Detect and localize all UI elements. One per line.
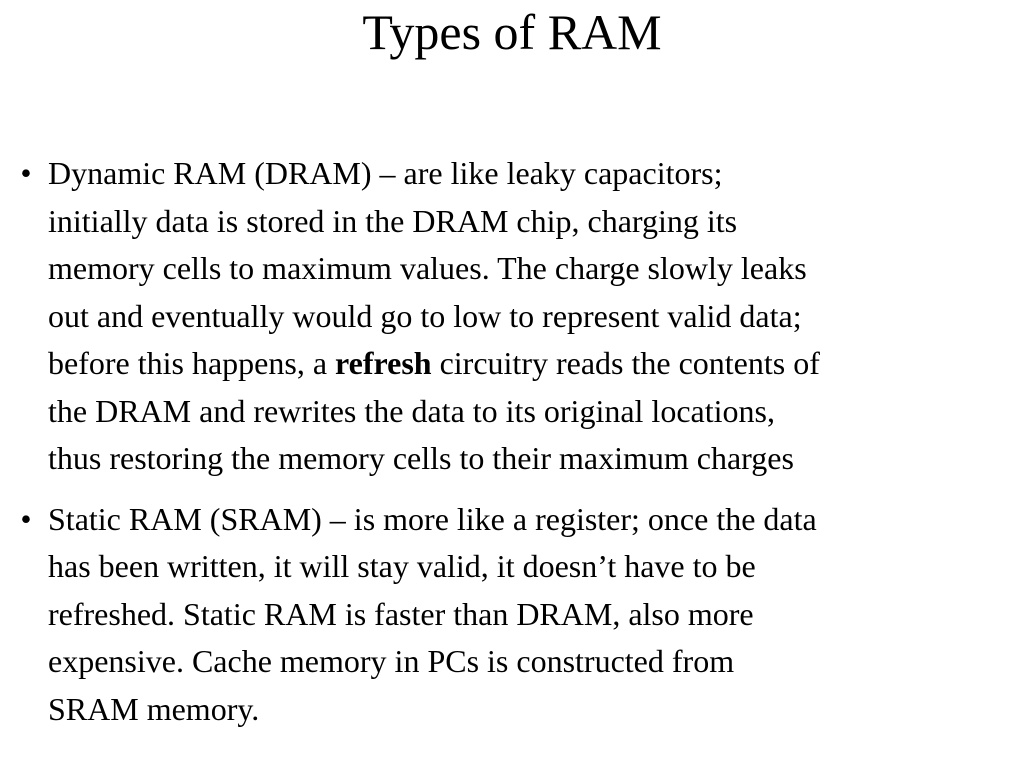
slide-title: Types of RAM xyxy=(362,4,662,60)
bullet-text-segment: circuitry reads the contents of xyxy=(431,345,820,381)
bullet-text-segment: before this happens, a xyxy=(48,345,336,381)
bullet-text-line: thus restoring the memory cells to their… xyxy=(48,440,794,476)
bullet-text-line: the DRAM and rewrites the data to its or… xyxy=(48,392,775,429)
bullet-marker: • xyxy=(20,155,32,191)
bullet-list: • Dynamic RAM (DRAM) – are like leaky ca… xyxy=(14,150,1018,746)
bullet-text-line: initially data is stored in the DRAM chi… xyxy=(48,202,738,239)
bullet-text-line: Static RAM (SRAM) – is more like a regis… xyxy=(48,500,817,537)
bullet-text-line: Dynamic RAM (DRAM) – are like leaky capa… xyxy=(48,155,723,191)
bullet-text-line: refreshed. Static RAM is faster than DRA… xyxy=(48,595,754,632)
refresh-emphasis: refresh xyxy=(335,345,432,381)
bullet-text-line: has been written, it will stay valid, it… xyxy=(48,548,756,584)
bullet-text-line: out and eventually would go to low to re… xyxy=(48,297,802,334)
bullet-item-sram: • Static RAM (SRAM) – is more like a reg… xyxy=(14,496,1018,734)
bullet-text-line: memory cells to maximum values. The char… xyxy=(48,250,807,286)
bullet-text-line: before this happens, a refresh circuitry… xyxy=(48,340,1018,388)
bullet-text-line: SRAM memory. xyxy=(48,690,260,727)
bullet-item-dram: • Dynamic RAM (DRAM) – are like leaky ca… xyxy=(14,150,1018,483)
bullet-marker: • xyxy=(20,500,32,537)
bullet-text-line: expensive. Cache memory in PCs is constr… xyxy=(48,643,735,679)
